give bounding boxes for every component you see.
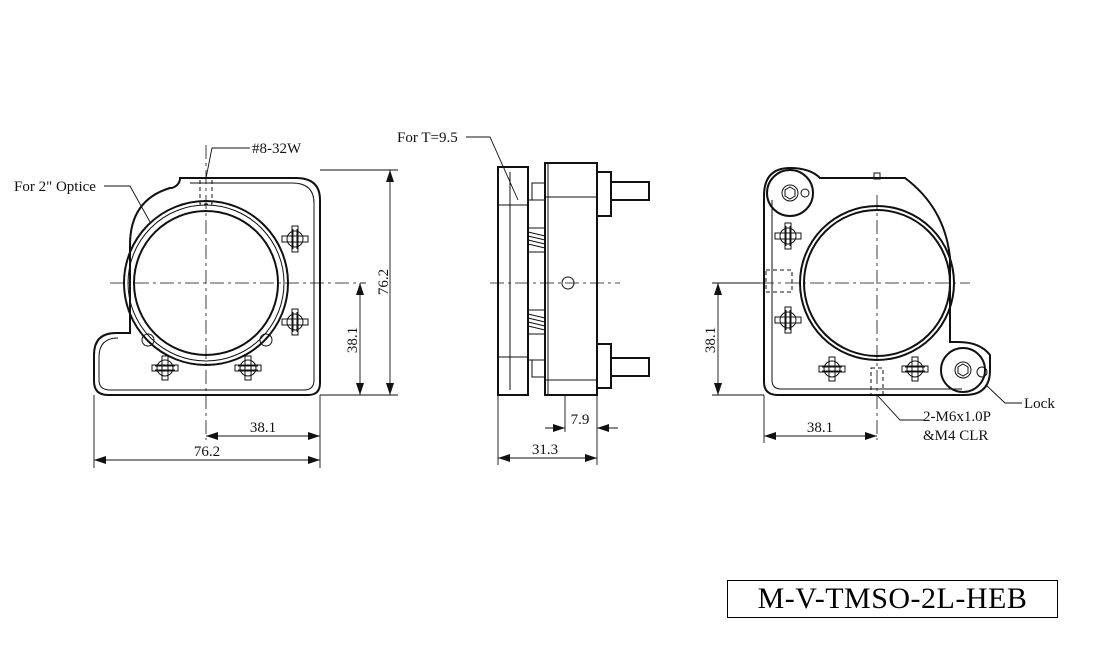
side-view-rear-plate <box>544 162 598 396</box>
front-center-height-dim: 38.1 <box>345 327 361 353</box>
model-number-box: M-V-TMSO-2L-HEB <box>727 580 1058 618</box>
model-number: M-V-TMSO-2L-HEB <box>757 582 1028 615</box>
side-view-front-plate <box>497 166 529 396</box>
front-height-dim: 76.2 <box>376 269 392 295</box>
adjuster-screw-icon <box>281 225 309 253</box>
rear-view: 38.1 38.1 2-M6x1.0P &M4 CLR Lock <box>703 166 1055 444</box>
side-view: For T=9.5 31.3 7.9 <box>397 130 650 465</box>
adjuster-screw-icon <box>281 308 309 336</box>
side-offset-dim: 7.9 <box>571 412 590 428</box>
adjuster-screw-icon <box>774 306 802 334</box>
rear-center-width-dim: 38.1 <box>807 420 833 436</box>
rear-lock-knob <box>766 169 814 217</box>
front-width-dim: 76.2 <box>194 444 220 460</box>
knob-icon <box>596 343 650 389</box>
front-view: #8-32W For 2" Optice 76.2 38.1 38.1 76.2 <box>14 141 398 468</box>
front-center-width-dim: 38.1 <box>250 420 276 436</box>
rear-view-body <box>763 166 991 396</box>
side-depth-dim: 31.3 <box>532 442 558 458</box>
knob-icon <box>596 171 650 217</box>
rear-holes-label-1: 2-M6x1.0P <box>923 409 991 425</box>
adjuster-screw-icon <box>774 222 802 250</box>
rear-center-height-dim: 38.1 <box>703 327 719 353</box>
front-tap-label: #8-32W <box>252 141 302 157</box>
adjuster-screw-icon <box>818 356 846 382</box>
rear-lock-label: Lock <box>1024 396 1055 412</box>
rear-holes-label-2: &M4 CLR <box>923 428 988 444</box>
spring-icon <box>527 227 546 253</box>
adjuster-screw-icon <box>234 355 262 381</box>
rear-lock-screw <box>940 347 986 393</box>
side-thickness-label: For T=9.5 <box>397 130 458 146</box>
front-view-body <box>93 177 321 396</box>
spring-icon <box>527 309 546 335</box>
adjuster-screw-icon <box>901 356 929 382</box>
front-optic-label: For 2" Optice <box>14 179 96 195</box>
